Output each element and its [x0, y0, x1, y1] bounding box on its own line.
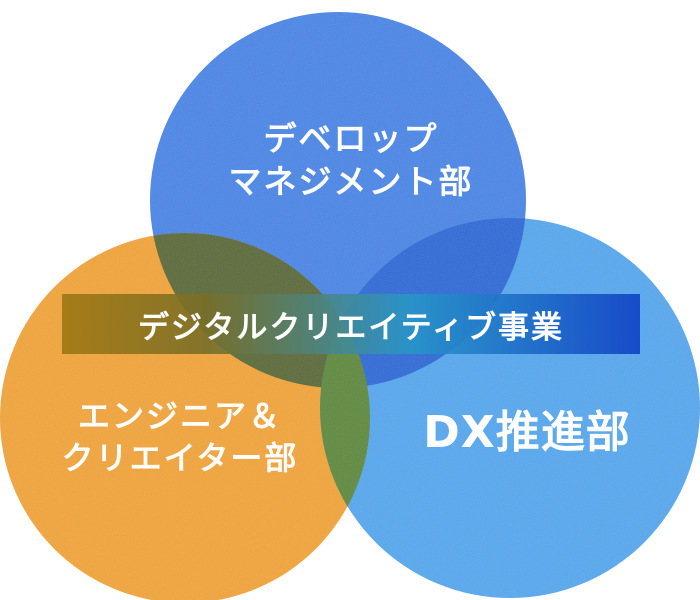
label-line: マネジメント部: [228, 161, 474, 201]
label-line: デベロップ: [263, 119, 439, 158]
label-line: エンジニア＆: [77, 397, 282, 435]
label-line: DX推進部: [423, 407, 631, 458]
banner-text: デジタルクリエイティブ事業: [138, 309, 564, 346]
label-line: クリエイター部: [61, 438, 299, 477]
banner-digital-creative-business: デジタルクリエイティブ事業: [62, 294, 640, 354]
label-development-management: デベロップ マネジメント部: [188, 118, 514, 204]
label-engineer-creator: エンジニア＆ クリエイター部: [30, 396, 330, 479]
label-dx-promotion: DX推進部: [396, 404, 658, 461]
